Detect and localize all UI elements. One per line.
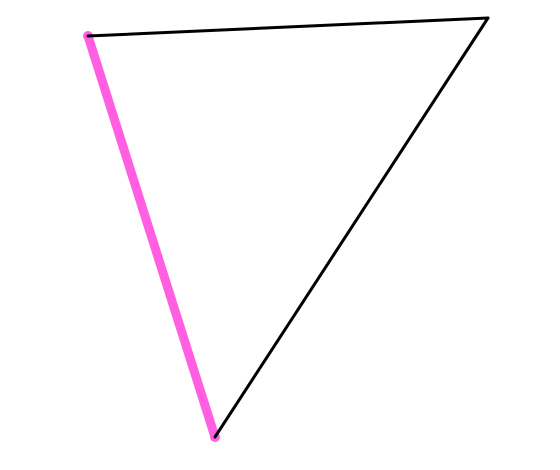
right-edge xyxy=(213,16,490,439)
left-edge-highlight xyxy=(83,31,220,442)
top-edge xyxy=(86,16,490,38)
